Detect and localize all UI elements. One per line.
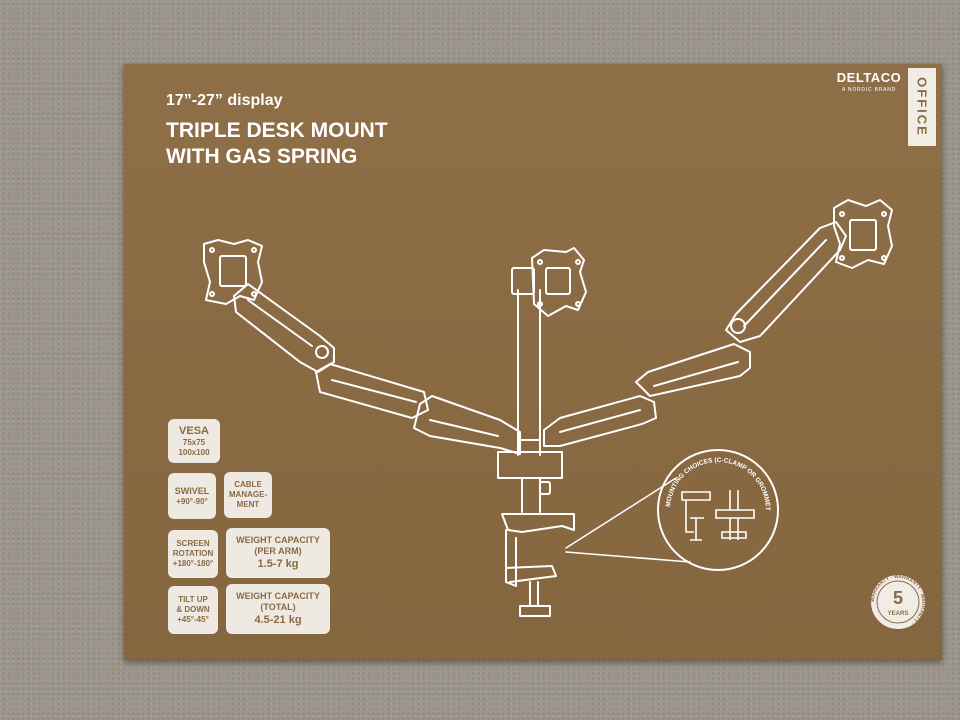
rotation-line-1: SCREEN	[176, 539, 210, 548]
cable-line-2: MANAGE-	[228, 490, 268, 499]
weight-total-value: 4.5-21 kg	[254, 614, 302, 626]
tilt-badge: TILT UP & DOWN +45°-45°	[168, 586, 218, 634]
screen-rotation-badge: SCREEN ROTATION +180°-180°	[168, 530, 218, 578]
cable-management-badge: CABLE MANAGE- MENT	[224, 472, 272, 518]
swivel-badge: SWIVEL +90°-90°	[168, 473, 216, 519]
mounting-choices-label: MOUNTING CHOICES (C-CLAMP OR GROMMET)	[0, 0, 771, 511]
weight-arm-value: 1.5-7 kg	[257, 558, 299, 570]
vesa-line-2: 100x100	[178, 447, 210, 457]
vesa-badge: VESA 75x75 100x100	[168, 419, 220, 463]
brand-tagline: A NORDIC BRAND	[841, 87, 897, 93]
brand-logo: DELTACO A NORDIC BRAND	[832, 70, 906, 93]
product-title-line-1: TRIPLE DESK MOUNT	[166, 119, 388, 142]
warranty-years: 5	[893, 588, 903, 608]
cable-line-3: MENT	[236, 500, 260, 509]
right-arm	[543, 221, 847, 447]
product-title: TRIPLE DESK MOUNT WITH GAS SPRING	[166, 118, 388, 170]
tilt-value: +45°-45°	[177, 615, 209, 624]
weight-arm-label: WEIGHT CAPACITY	[236, 535, 320, 545]
cable-line-1: CABLE	[234, 480, 262, 489]
swivel-value: +90°-90°	[176, 496, 208, 506]
swivel-label: SWIVEL	[174, 485, 210, 496]
left-vesa-plate	[203, 239, 263, 305]
center-vesa-plate	[531, 247, 587, 317]
weight-per-arm-badge: WEIGHT CAPACITY (PER ARM) 1.5-7 kg	[226, 528, 330, 578]
right-vesa-plate	[833, 199, 893, 269]
category-tab: OFFICE	[908, 68, 936, 146]
weight-total-label: WEIGHT CAPACITY	[236, 591, 320, 601]
weight-total-badge: WEIGHT CAPACITY (TOTAL) 4.5-21 kg	[226, 584, 330, 634]
rotation-line-2: ROTATION	[172, 549, 214, 558]
tilt-line-1: TILT UP	[178, 595, 208, 604]
tilt-line-2: & DOWN	[176, 605, 210, 614]
brand-name: DELTACO	[836, 70, 902, 85]
warranty-unit: YEARS	[888, 611, 909, 617]
product-title-line-2: WITH GAS SPRING	[166, 145, 358, 168]
weight-total-sublabel: (TOTAL)	[260, 602, 296, 612]
mounting-choices-callout: MOUNTING CHOICES (C-CLAMP OR GROMMET)	[0, 0, 779, 571]
left-arm	[233, 283, 521, 455]
vesa-line-1: 75x75	[182, 437, 206, 447]
weight-arm-sublabel: (PER ARM)	[254, 546, 302, 556]
warranty-seal: WARRANTY · WARRANTY · WARRANTY · 5 YEARS	[870, 574, 926, 629]
rotation-value: +180°-180°	[172, 559, 214, 568]
display-size-label: 17”-27” display	[166, 92, 283, 109]
vesa-label: VESA	[179, 424, 209, 437]
